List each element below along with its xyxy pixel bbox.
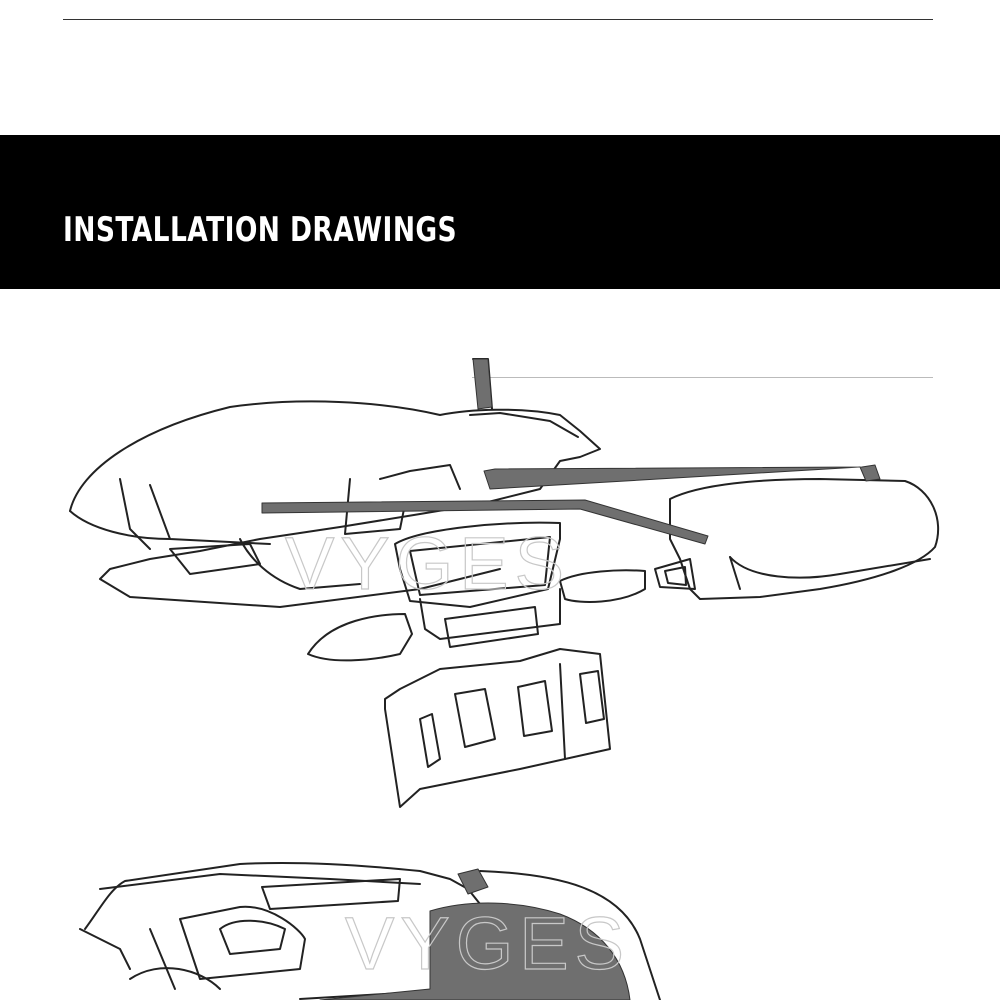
divider-line (63, 19, 933, 20)
tail-assembly-drawing (69, 358, 940, 808)
section-title: INSTALLATION DRAWINGS (63, 210, 458, 250)
lower-assembly-drawing (79, 861, 661, 1000)
cut-off-text-line (63, 0, 933, 6)
lower-bracket-panel (319, 868, 631, 1000)
section-header-banner (0, 135, 1000, 378)
watermark-text: VYGES (345, 902, 630, 985)
header-rule (472, 377, 933, 378)
installation-drawing: VYGES VYGES (69, 358, 940, 1000)
watermark-text: VYGES (285, 522, 570, 605)
mounting-bracket (261, 358, 881, 545)
previous-section-tail (0, 0, 1000, 135)
